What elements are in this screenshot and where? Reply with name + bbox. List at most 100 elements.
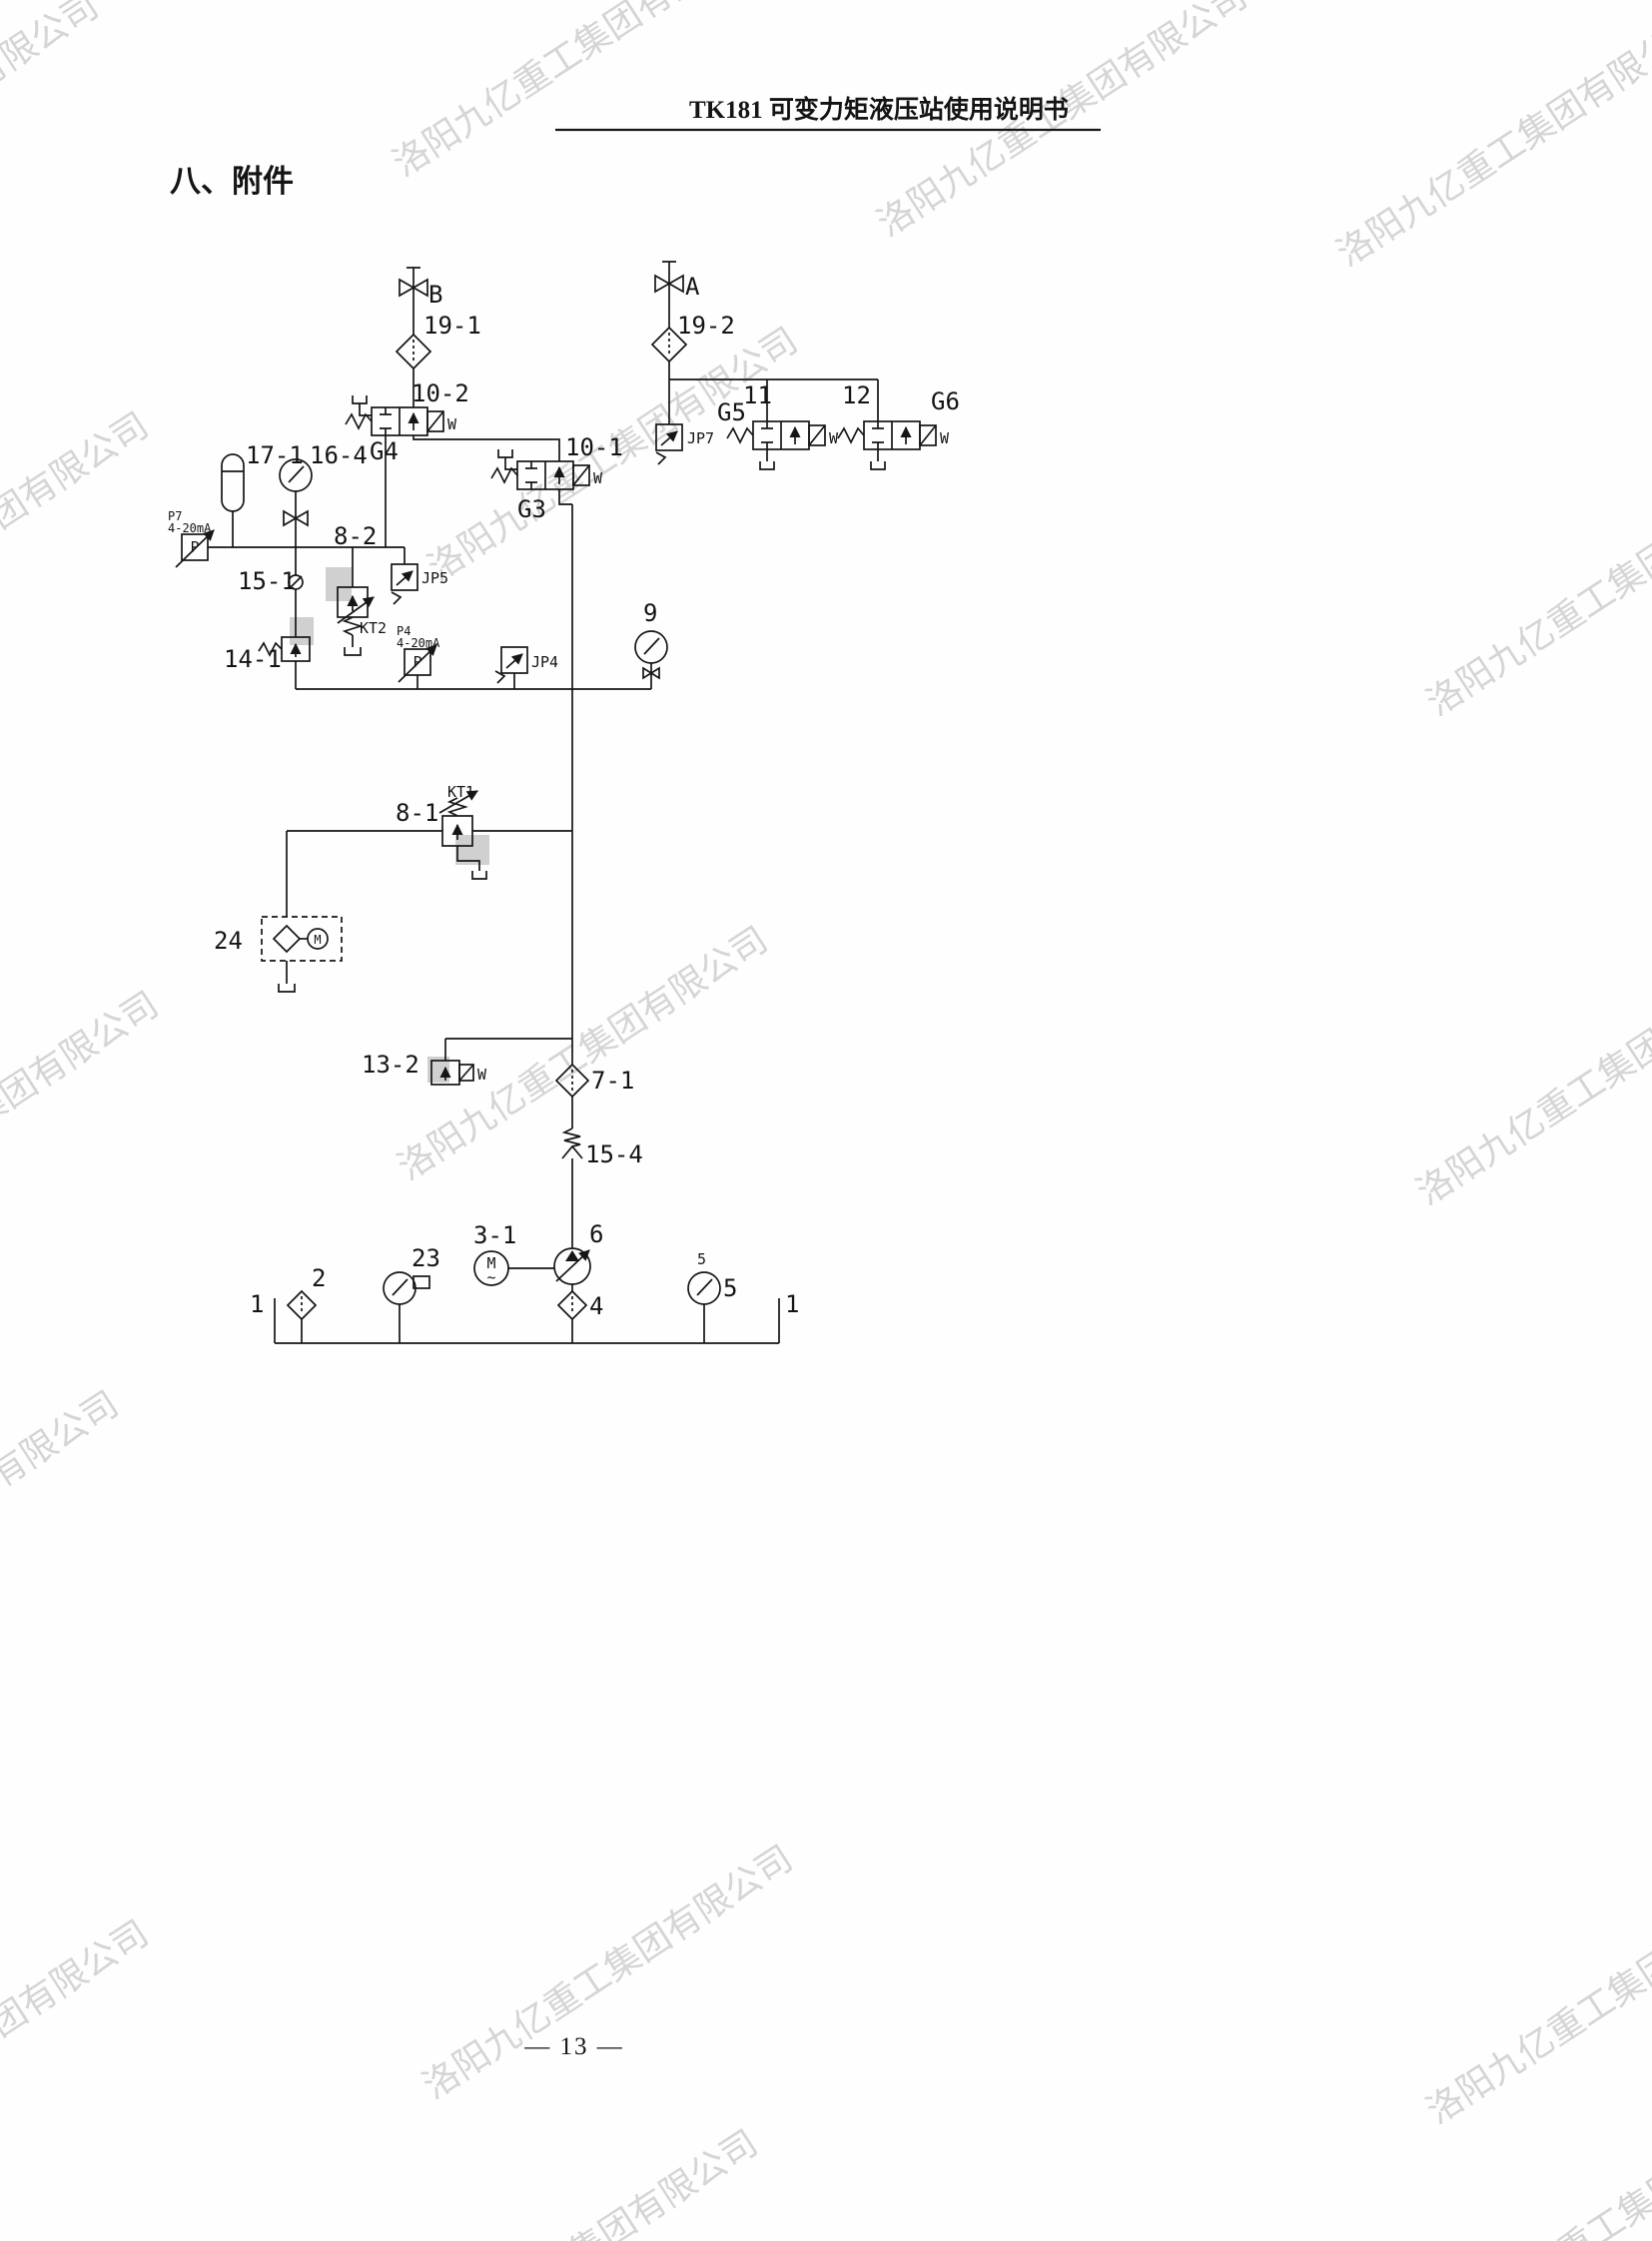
watermark-text: 洛阳九亿重工集团有限公司 [386, 0, 770, 184]
pressure-transmitter-p4: P P4 4-20mA [397, 624, 440, 683]
valve-12: W [837, 420, 950, 450]
label-g6: G6 [931, 387, 960, 415]
filter-19-2 [650, 326, 688, 364]
label-10-2: 10-2 [412, 379, 469, 407]
label-24: 24 [214, 927, 243, 955]
pressure-switch-jp5: JP5 [391, 563, 448, 605]
gauge-9 [634, 630, 668, 664]
label-port-b: B [428, 281, 442, 309]
shutoff-valve-9 [642, 666, 660, 680]
label-g4: G4 [370, 437, 399, 465]
page-header: TK181 可变力矩液压站使用说明书 [555, 95, 1101, 132]
watermark-text: 洛阳九亿重工集团有限公司 [1409, 944, 1652, 1213]
watermark-text: 洛阳九亿重工集团有限公司 [0, 1912, 156, 2182]
relief-valve-8-1 [438, 790, 478, 847]
scan-artifacts [290, 567, 489, 1083]
suction-filter-4 [556, 1289, 588, 1321]
pump-6 [553, 1247, 591, 1285]
filter-7-1 [554, 1063, 590, 1099]
filter-19-1 [395, 333, 432, 371]
pressure-transmitter-p7: P P7 4-20mA [168, 509, 215, 568]
tank-symbols [278, 395, 886, 993]
label-2: 2 [312, 1264, 326, 1292]
solenoid-icon [919, 424, 937, 446]
label-port-a: A [685, 273, 700, 301]
solenoid-icon [426, 410, 444, 432]
circulation-unit-24: M [261, 916, 343, 962]
spring-icon [561, 1127, 581, 1147]
breather-filter-2 [286, 1289, 318, 1321]
gauge-23 [383, 1271, 430, 1305]
shutoff-valve-16-4 [283, 509, 309, 527]
spring-icon [726, 426, 754, 444]
label-13-2: 13-2 [362, 1051, 419, 1079]
relief-valve-8-2 [337, 586, 375, 636]
watermark-text: 洛阳九亿重工集团有限公司 [1419, 1863, 1652, 2132]
label-kt1: KT1 [447, 783, 474, 801]
spring-icon [345, 412, 373, 430]
solenoid-icon [572, 464, 590, 486]
watermark-text: 洛阳九亿重工集团有限公司 [1329, 5, 1652, 275]
spring-icon [446, 797, 468, 817]
label-14-1: 14-1 [224, 645, 282, 673]
label-g3: G3 [517, 495, 546, 523]
p7-label: P7 [168, 509, 182, 523]
pressure-switch-jp7: JP7 [655, 423, 714, 465]
watermark-text: 洛阳九亿重工集团有限公司 [0, 1383, 126, 1653]
label-4: 4 [589, 1292, 603, 1320]
motor-ac-label: ~ [486, 1268, 495, 1286]
component-labels: B A 19-1 19-2 10-2 G4 10-1 G3 11 G5 12 G… [214, 273, 960, 1320]
label-16-4: 16-4 [310, 441, 368, 469]
label-15-4: 15-4 [585, 1140, 643, 1168]
label-5-small: 5 [697, 1250, 706, 1268]
valve-10-1: W [490, 460, 603, 490]
hydraulic-schematic: W W W [168, 261, 960, 1344]
valve-10-2: W [345, 406, 457, 436]
spring-icon [342, 616, 364, 636]
motor-m-label: M [486, 1254, 495, 1272]
jp4-label: JP4 [531, 653, 558, 671]
spring-icon [258, 641, 283, 657]
check-valve-15-1 [288, 574, 304, 590]
label-g5: G5 [717, 398, 746, 426]
jp5-label: JP5 [421, 569, 448, 587]
watermark-text: 洛阳九亿重工集团有限公司 [0, 404, 156, 674]
pressure-switch-jp4: JP4 [494, 646, 558, 684]
label-23: 23 [412, 1244, 440, 1272]
label-19-2: 19-2 [677, 312, 735, 340]
solenoid-w-label: W [447, 415, 457, 433]
solenoid-w-label: W [593, 469, 603, 487]
label-8-2: 8-2 [334, 522, 377, 550]
p-symbol: P [190, 538, 199, 556]
jp7-label: JP7 [687, 429, 714, 447]
label-17-1: 17-1 [246, 441, 304, 469]
header-title: TK181 可变力矩液压站使用说明书 [689, 95, 1069, 124]
motor-m-label: M [314, 933, 321, 947]
valve-11: W [726, 420, 839, 450]
shutoff-valve-B [399, 278, 428, 298]
pipe-network [208, 261, 879, 1344]
label-15-1: 15-1 [238, 567, 296, 595]
solenoid-icon [458, 1064, 474, 1082]
solenoid-w-label: W [829, 429, 839, 447]
reducing-valve-14-1 [258, 636, 311, 662]
watermark-text: 洛阳九亿重工集团有限公司 [0, 984, 166, 1253]
label-1-right: 1 [785, 1290, 799, 1318]
label-6: 6 [589, 1220, 603, 1248]
watermark-text: 洛阳九亿重工集团有限公司 [391, 919, 775, 1188]
valve-13-2: W [430, 1060, 487, 1086]
label-9: 9 [643, 599, 657, 627]
gauge-16-4 [279, 458, 313, 492]
label-11: 11 [743, 381, 772, 409]
spring-icon [490, 466, 518, 484]
p4-label: P4 [397, 624, 411, 638]
label-8-1: 8-1 [396, 799, 438, 827]
p7-range-label: 4-20mA [168, 521, 212, 535]
solenoid-icon [808, 424, 826, 446]
label-kt2: KT2 [360, 619, 387, 637]
gauge-5 [687, 1271, 721, 1305]
label-3-1: 3-1 [473, 1221, 516, 1249]
